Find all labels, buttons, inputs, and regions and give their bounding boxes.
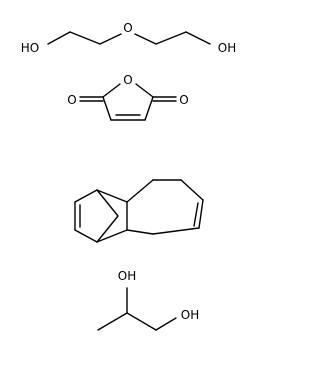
bond (144, 96, 154, 121)
structure-canvas: HO O OH O O O (20, 21, 237, 331)
atom-label-carbonyl-o: O (179, 93, 188, 107)
molecule-maleic-anhydride: O O O (67, 73, 189, 121)
chemical-structures: HO O OH O O O (21, 21, 236, 331)
bond (126, 229, 154, 235)
bond (155, 317, 177, 331)
atom-label-oh: OH (118, 269, 136, 283)
atom-label-carbonyl-o: O (67, 93, 76, 107)
bond (102, 96, 112, 121)
bond (102, 83, 121, 98)
bond-inner (193, 202, 199, 227)
bond (96, 189, 119, 217)
bond (152, 227, 200, 235)
bond (134, 33, 157, 45)
atom-label-ring-o: O (123, 73, 132, 87)
bond (180, 179, 204, 201)
bond (96, 215, 119, 243)
bond (74, 229, 98, 243)
bond (96, 189, 128, 203)
atom-label-ether-o: O (123, 21, 132, 35)
bond (97, 312, 128, 331)
bond (99, 33, 122, 45)
molecule-diethylene-glycol: HO O OH (21, 21, 236, 55)
bond (135, 83, 154, 98)
bond (126, 312, 157, 331)
bond (96, 229, 128, 243)
bond (155, 31, 187, 45)
bond (74, 189, 98, 203)
atom-label-oh: OH (218, 41, 236, 55)
bond (47, 31, 71, 45)
atom-label-ho: HO (21, 41, 39, 55)
molecule-dicyclopentadiene (74, 179, 204, 243)
bond (198, 199, 204, 229)
bond (69, 31, 101, 45)
molecule-propylene-glycol: OH OH (97, 269, 199, 331)
bond (185, 31, 211, 45)
atom-label-oh: OH (181, 308, 199, 322)
bond (126, 179, 154, 203)
